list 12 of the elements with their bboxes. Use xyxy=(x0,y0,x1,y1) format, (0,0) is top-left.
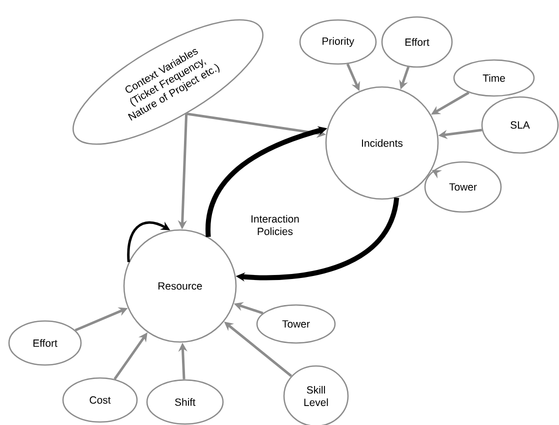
oval-node: Priority xyxy=(299,19,377,65)
circle-node: Resource xyxy=(123,229,237,343)
oval-node: Effort xyxy=(381,16,453,68)
oval-node: Tower xyxy=(424,161,502,213)
oval-node: Shift xyxy=(146,379,224,425)
oval-node: Time xyxy=(453,59,535,97)
diagram-label: Interaction Policies xyxy=(252,214,299,236)
oval-node: Effort xyxy=(8,320,82,366)
oval-node: SLA xyxy=(481,96,559,154)
oval-node: Cost xyxy=(62,377,138,423)
circle-node: Incidents xyxy=(325,86,439,200)
oval-node: Tower xyxy=(256,304,336,344)
